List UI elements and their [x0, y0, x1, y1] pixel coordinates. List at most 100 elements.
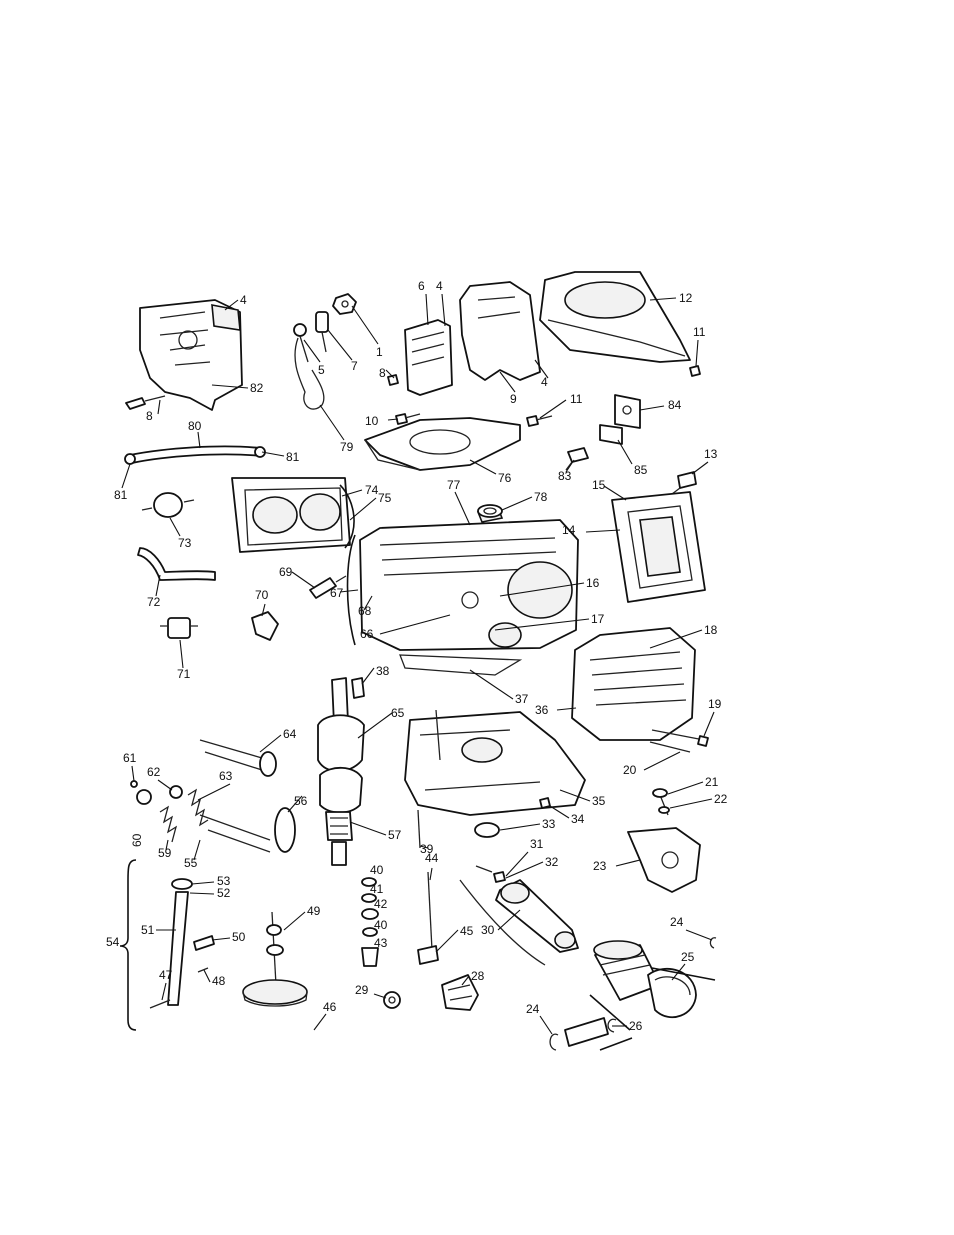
- callout-62: 62: [147, 765, 161, 779]
- callout-81b: 81: [114, 488, 128, 502]
- leader-line-57: [350, 822, 386, 835]
- callout-70: 70: [255, 588, 269, 602]
- callout-14: 14: [562, 523, 576, 537]
- callout-11a: 11: [693, 325, 706, 339]
- part-valve-springs: [131, 781, 208, 842]
- callout-42: 42: [374, 897, 388, 911]
- callout-30: 30: [481, 923, 495, 937]
- leader-line-76: [470, 460, 496, 474]
- callout-22: 22: [714, 792, 728, 806]
- leader-line-6: [426, 294, 428, 325]
- leader-line-52: [190, 893, 214, 894]
- callout-16: 16: [586, 576, 600, 590]
- part-ignition-module: [388, 320, 452, 395]
- callout-41: 41: [370, 882, 384, 896]
- part-key-38: [352, 678, 364, 698]
- part-governor-shaft-44: [418, 872, 438, 964]
- part-wrist-pin: [565, 995, 632, 1050]
- callout-26: 26: [629, 1019, 643, 1033]
- leader-line-48: [204, 970, 210, 982]
- callout-84: 84: [668, 398, 682, 412]
- callout-75: 75: [378, 491, 392, 505]
- leader-line-72: [156, 575, 160, 596]
- callout-46: 46: [323, 1000, 337, 1014]
- leader-line-46: [314, 1014, 326, 1030]
- leader-line-64: [260, 735, 281, 752]
- part-left-shroud: [140, 300, 242, 410]
- callout-25: 25: [681, 950, 695, 964]
- leader-line-30: [498, 910, 520, 930]
- callout-60: 60: [130, 833, 144, 847]
- callout-61: 61: [123, 751, 137, 765]
- callout-11b: 11: [570, 392, 583, 406]
- leader-line-85: [618, 440, 632, 464]
- callout-69: 69: [279, 565, 293, 579]
- leader-line-63: [198, 784, 230, 800]
- callout-7: 7: [351, 359, 358, 373]
- callout-4c: 4: [541, 375, 548, 389]
- leader-line-15: [604, 486, 626, 500]
- callout-35: 35: [592, 794, 606, 808]
- part-plug-13: [672, 472, 696, 494]
- part-baffle-plate-76: [365, 418, 520, 470]
- part-crankcase-35: [405, 710, 585, 848]
- part-boot-70: [252, 612, 278, 640]
- part-camshaft-49: [243, 912, 307, 1006]
- callout-59: 59: [158, 846, 172, 860]
- part-cover-14-15: [612, 492, 705, 602]
- part-seal-78: [478, 505, 502, 517]
- callout-74: 74: [365, 483, 379, 497]
- leader-line-47: [162, 983, 166, 1000]
- callout-34: 34: [571, 812, 585, 826]
- callout-50: 50: [232, 930, 246, 944]
- callout-40b: 40: [374, 918, 388, 932]
- leader-line-1: [352, 306, 378, 344]
- callout-68: 68: [358, 604, 372, 618]
- part-governor-50-48: [194, 936, 214, 972]
- callout-76: 76: [498, 471, 512, 485]
- leader-line-53: [192, 882, 214, 884]
- part-dipstick-54: [150, 879, 192, 1008]
- callout-20: 20: [623, 763, 637, 777]
- callout-72: 72: [147, 595, 161, 609]
- parts-artwork: [120, 272, 716, 1050]
- leader-line-62: [158, 780, 172, 790]
- callout-23: 23: [593, 859, 607, 873]
- callout-33: 33: [542, 817, 556, 831]
- leader-line-8a: [158, 400, 160, 414]
- callout-28: 28: [471, 969, 485, 983]
- callout-63: 63: [219, 769, 233, 783]
- callout-48: 48: [212, 974, 226, 988]
- part-washer-29: [384, 992, 400, 1008]
- part-valves: [200, 740, 295, 852]
- leader-line-38: [362, 668, 374, 684]
- part-connecting-rod-30: [460, 866, 578, 965]
- callout-65: 65: [391, 706, 405, 720]
- callout-29: 29: [355, 983, 369, 997]
- leader-line-71: [180, 640, 183, 668]
- leader-line-78: [502, 497, 532, 510]
- callout-4a: 4: [240, 293, 247, 307]
- leader-line-11b: [540, 400, 566, 418]
- part-fuel-filter-73: [142, 493, 194, 517]
- callout-31: 31: [530, 837, 544, 851]
- callout-45: 45: [460, 924, 474, 938]
- callout-56: 56: [294, 794, 308, 808]
- callout-52: 52: [217, 886, 231, 900]
- callout-32: 32: [545, 855, 559, 869]
- callout-12: 12: [679, 291, 693, 305]
- callout-6: 6: [418, 279, 425, 293]
- brace-54: [120, 860, 136, 1030]
- leader-line-14: [586, 530, 620, 532]
- callout-78: 78: [534, 490, 548, 504]
- leader-line-33: [500, 824, 540, 830]
- part-blower-housing: [540, 272, 690, 362]
- callout-81a: 81: [286, 450, 300, 464]
- callout-15: 15: [592, 478, 606, 492]
- part-cylinder-block: [348, 508, 579, 650]
- callout-85: 85: [634, 463, 648, 477]
- callout-49: 49: [307, 904, 321, 918]
- leader-line-24a: [686, 930, 712, 940]
- callout-8b: 8: [379, 366, 386, 380]
